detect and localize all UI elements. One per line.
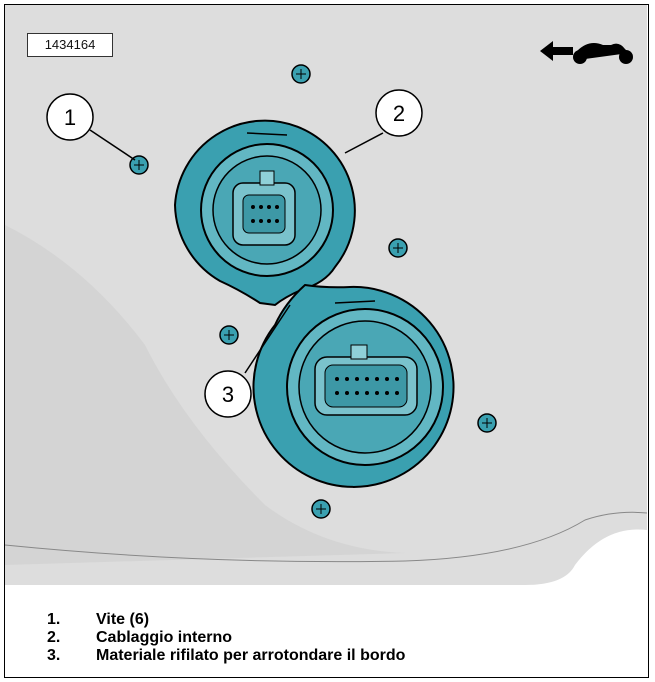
legend-item: 2. Cablaggio interno (47, 629, 405, 647)
screw-icon (219, 325, 239, 345)
illustration: 1 2 3 (5, 5, 647, 585)
screw-icon (291, 64, 311, 84)
screw-icon (388, 238, 408, 258)
callout-1: 1 (46, 93, 94, 141)
callout-2: 2 (375, 89, 423, 137)
legend-item: 1. Vite (6) (47, 611, 405, 629)
panel-lower-edge (5, 511, 647, 563)
legend-text: Cablaggio interno (96, 629, 232, 646)
callout-3-leader (244, 304, 291, 374)
callout-1-leader (89, 129, 136, 161)
panel-shading (5, 225, 405, 565)
legend-number: 2. (47, 629, 61, 646)
figure-frame: 1 2 3 1434164 1. Vite (6) 2. Cablaggio i… (4, 4, 649, 678)
arrow-left-motorcycle-icon (540, 41, 633, 64)
callout-3: 3 (204, 370, 252, 418)
legend-number: 3. (47, 647, 61, 664)
svg-text:1: 1 (64, 105, 76, 130)
legend-item: 3. Materiale rifilato per arrotondare il… (47, 647, 405, 665)
figure-id: 1434164 (27, 33, 113, 57)
svg-text:2: 2 (393, 101, 405, 126)
legend-text: Materiale rifilato per arrotondare il bo… (96, 647, 406, 664)
svg-text:3: 3 (222, 382, 234, 407)
legend-text: Vite (6) (96, 611, 150, 628)
upper-harness-connector (173, 119, 356, 307)
screw-icon (311, 499, 331, 519)
legend: 1. Vite (6) 2. Cablaggio interno 3. Mate… (47, 611, 405, 665)
callout-2-leader (344, 132, 384, 154)
screw-icon (477, 413, 497, 433)
legend-number: 1. (47, 611, 61, 628)
